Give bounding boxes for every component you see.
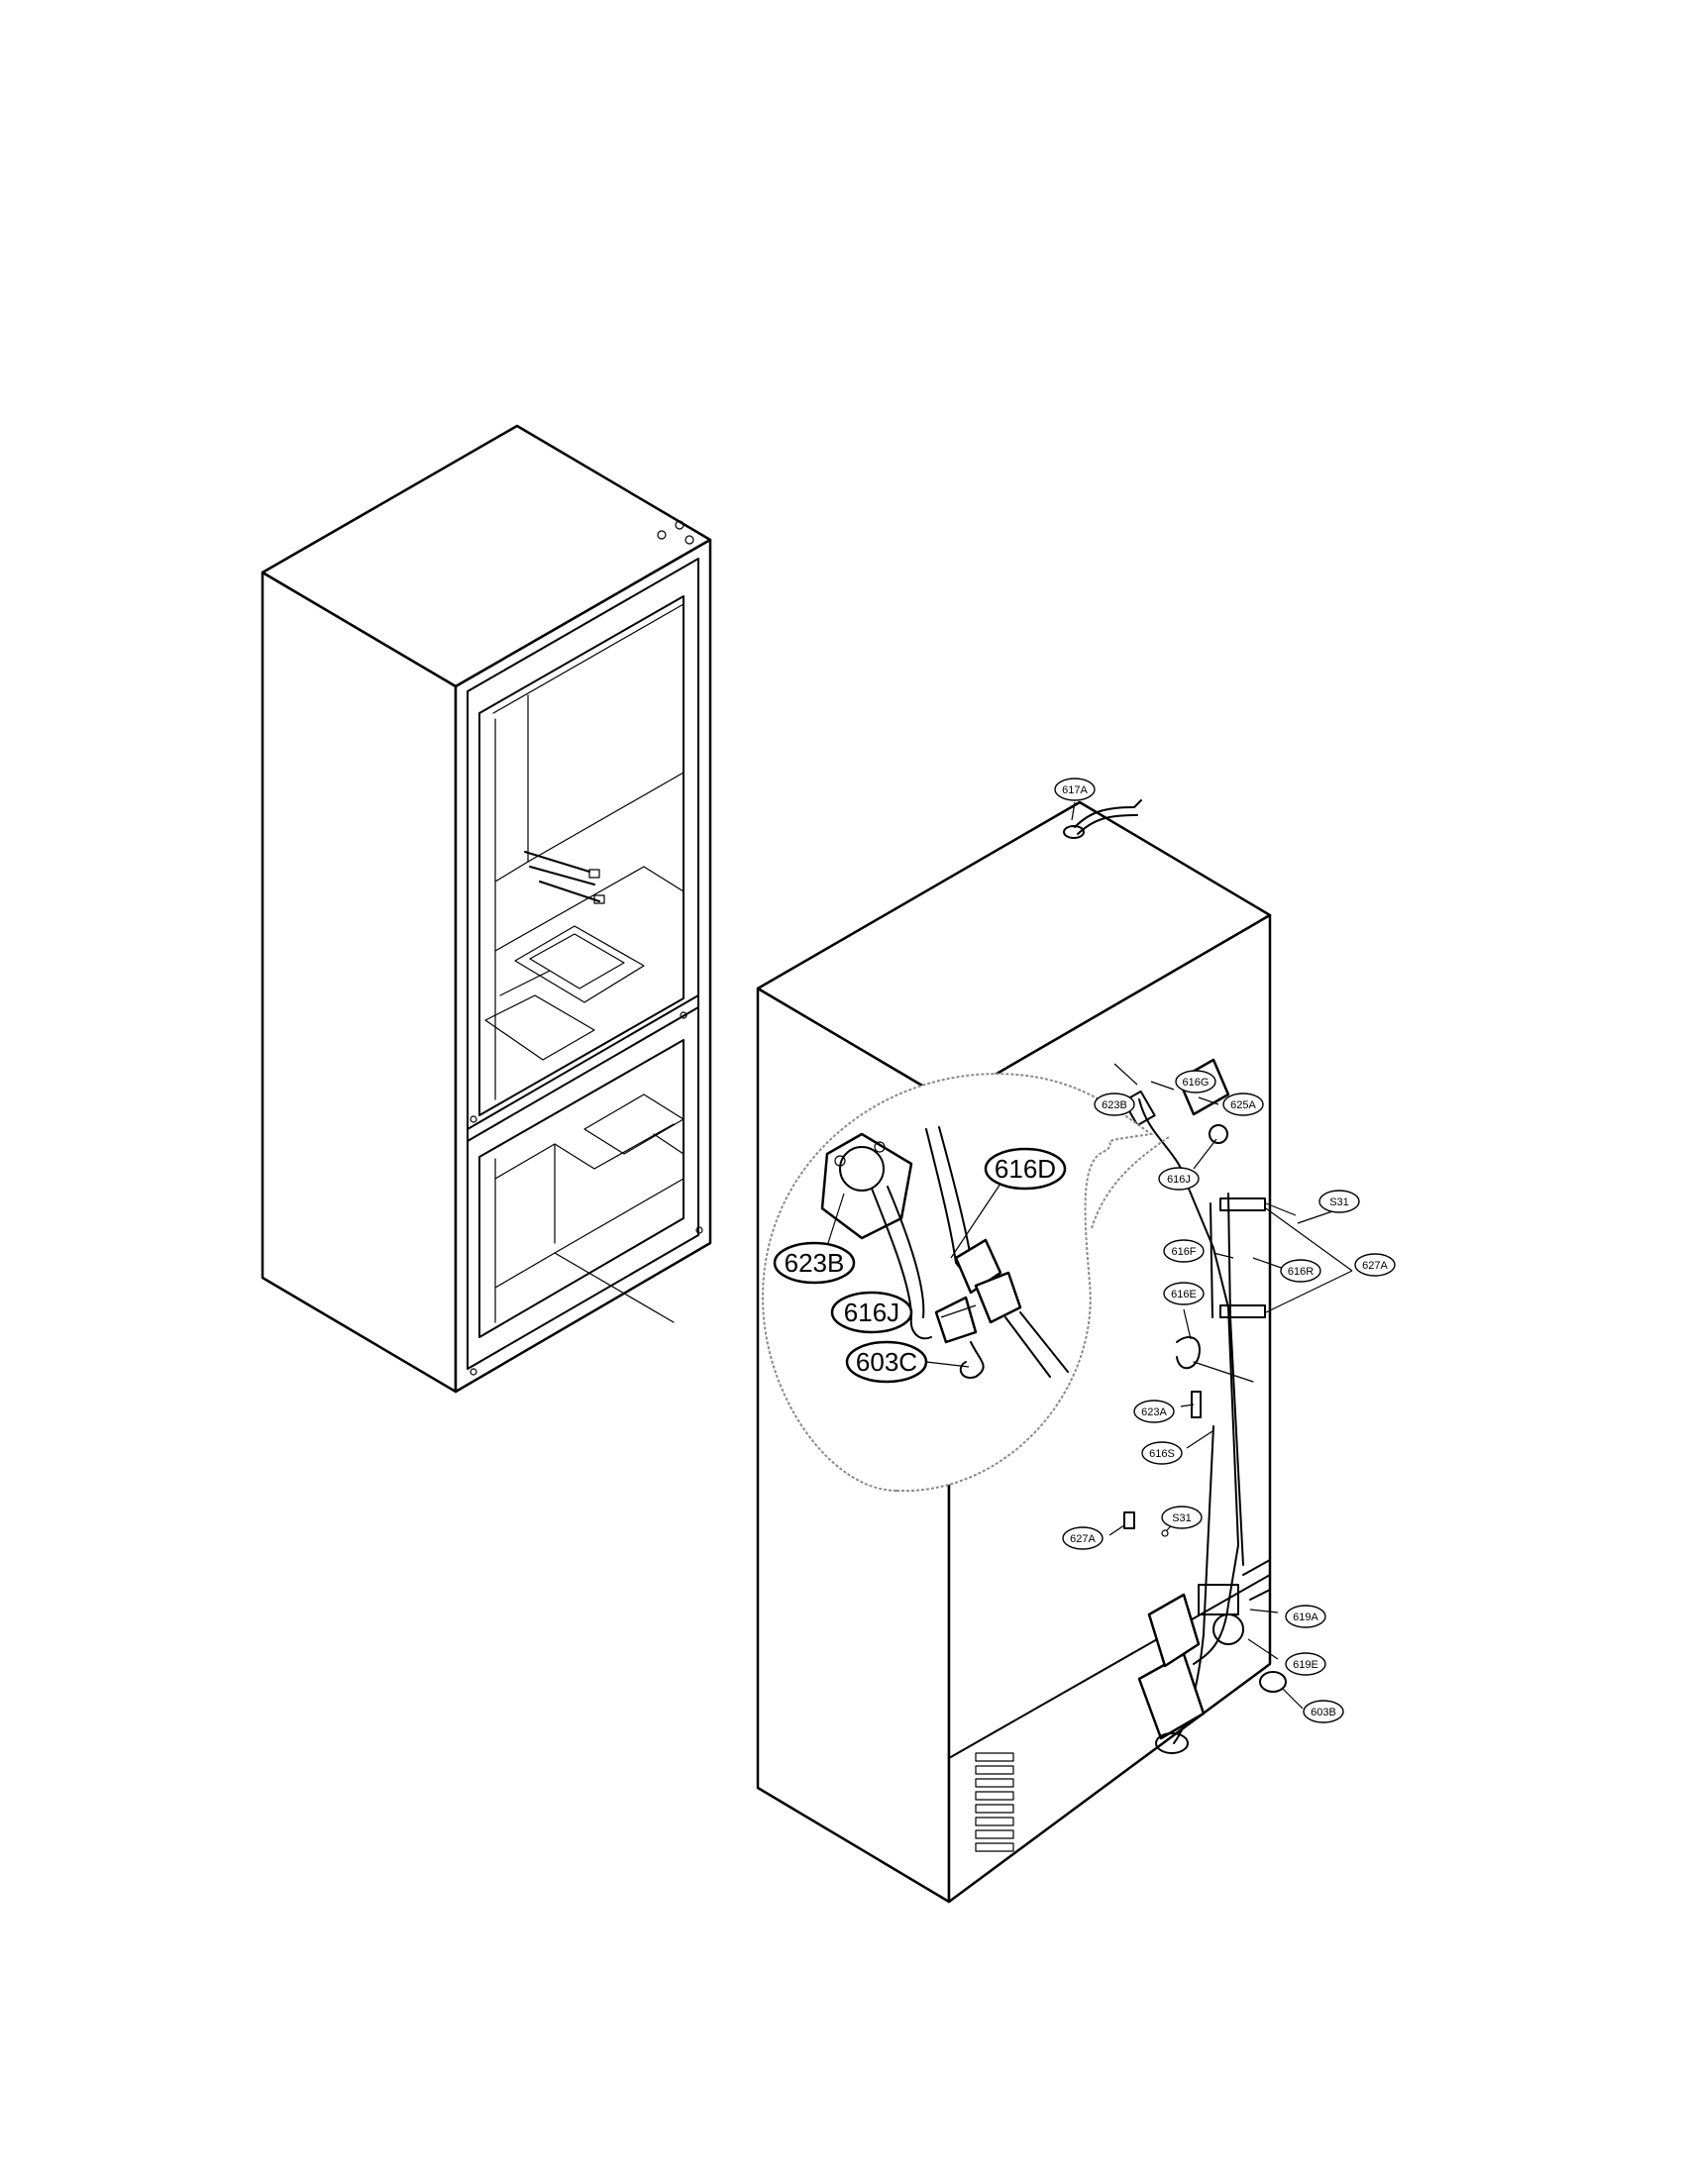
- svg-text:619A: 619A: [1293, 1612, 1318, 1623]
- svg-text:623B: 623B: [785, 1248, 845, 1278]
- callout-616G: 616G: [1175, 1070, 1216, 1093]
- svg-text:625A: 625A: [1230, 1099, 1256, 1111]
- callout-S31: S31: [1318, 1190, 1360, 1213]
- callout-616F: 616F: [1163, 1239, 1205, 1263]
- callout-617A: 617A: [1054, 778, 1096, 801]
- callout-616D: 616D: [984, 1147, 1067, 1191]
- svg-text:623B: 623B: [1102, 1099, 1127, 1111]
- callout-603B: 603B: [1303, 1700, 1344, 1723]
- svg-text:627A: 627A: [1362, 1260, 1388, 1272]
- vent-grille: [975, 1752, 1014, 1852]
- svg-text:619E: 619E: [1293, 1659, 1318, 1671]
- svg-text:616J: 616J: [1167, 1174, 1191, 1186]
- leader-lines: [827, 801, 1353, 1710]
- callout-603C: 603C: [845, 1340, 928, 1384]
- callout-616S: 616S: [1141, 1441, 1183, 1465]
- water-valve-assembly: [1137, 1559, 1287, 1754]
- svg-text:S31: S31: [1329, 1196, 1349, 1208]
- svg-text:616S: 616S: [1149, 1448, 1175, 1460]
- svg-text:627A: 627A: [1070, 1533, 1096, 1545]
- refrigerator-cabinet-front-view: [261, 424, 712, 1394]
- callout-627A-lower: 627A: [1062, 1526, 1104, 1550]
- callout-625A: 625A: [1222, 1092, 1264, 1116]
- callout-616R: 616R: [1280, 1259, 1321, 1283]
- svg-text:616G: 616G: [1183, 1077, 1210, 1089]
- callout-616E: 616E: [1163, 1282, 1205, 1305]
- callout-623A: 623A: [1133, 1400, 1175, 1423]
- svg-text:616E: 616E: [1171, 1289, 1197, 1300]
- callout-616J: 616J: [1158, 1167, 1200, 1191]
- svg-text:616J: 616J: [844, 1298, 899, 1327]
- svg-text:603C: 603C: [856, 1347, 917, 1377]
- svg-text:S31: S31: [1172, 1512, 1192, 1524]
- svg-text:616F: 616F: [1171, 1246, 1196, 1258]
- callout-623B-detail: 623B: [773, 1241, 856, 1285]
- callout-619E: 619E: [1285, 1652, 1326, 1676]
- callout-S31-lower: S31: [1161, 1506, 1203, 1529]
- callout-623B: 623B: [1094, 1092, 1135, 1116]
- svg-text:617A: 617A: [1062, 784, 1088, 796]
- callout-619A: 619A: [1285, 1605, 1326, 1628]
- callout-627A: 627A: [1354, 1253, 1396, 1277]
- svg-text:603B: 603B: [1311, 1707, 1336, 1718]
- svg-text:623A: 623A: [1141, 1406, 1167, 1418]
- svg-text:616D: 616D: [995, 1154, 1056, 1184]
- svg-text:616R: 616R: [1288, 1266, 1314, 1278]
- callout-616J-detail: 616J: [830, 1291, 913, 1334]
